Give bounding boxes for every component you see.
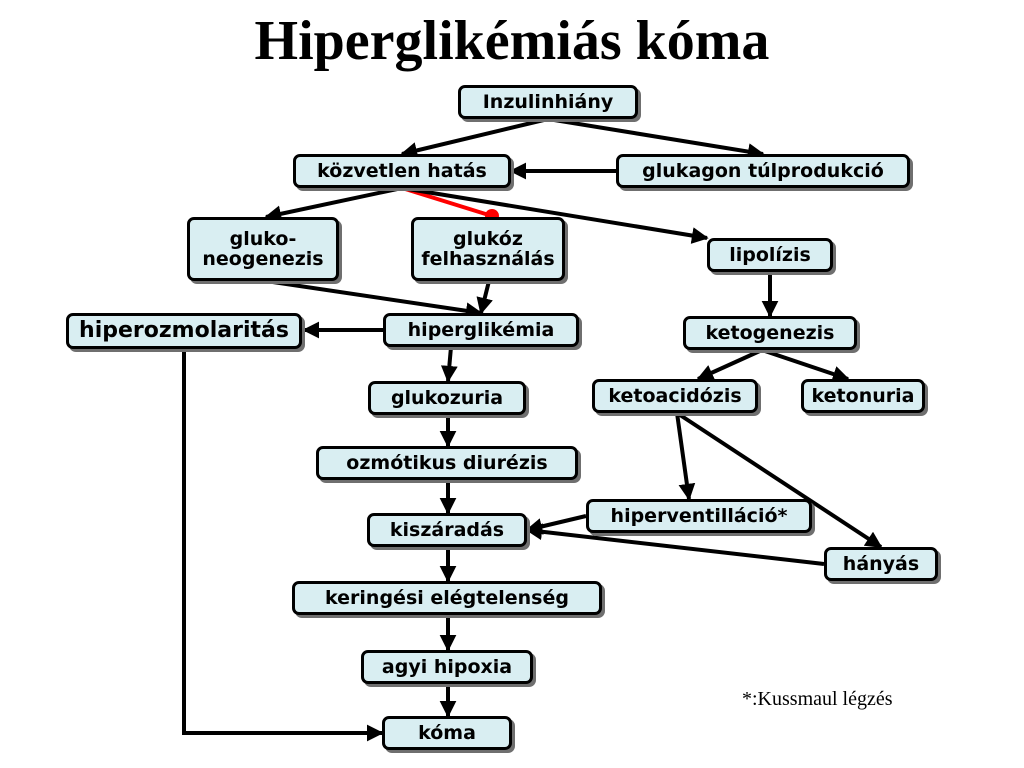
node-hanyas: hányás [824,547,938,581]
edge-ketoacid-hanyas [675,411,883,549]
node-lipolizis: lipolízis [707,238,833,272]
node-ketoacidozis: ketoacidózis [592,379,758,413]
node-glukoz-felhasznalas: glukóz felhasználás [411,217,565,281]
node-glukagon-tulprodukcio: glukagon túlprodukció [616,154,910,188]
footnote: *:Kussmaul légzés [742,688,893,710]
edge-hiperglik-glukozuria [440,346,458,383]
node-koma: kóma [382,716,512,750]
edge-glukoneo-hiperglik [265,279,483,320]
node-kozvetlen-hatas: közvetlen hatás [293,154,511,188]
node-ozmotikus-diurezis: ozmótikus diurézis [316,446,578,480]
edge-ketogenezis-ketoacid [696,348,763,381]
node-ketogenezis: ketogenezis [683,316,857,350]
edge-inzulinhiany-kozvetlen [400,117,549,159]
edge-glukozfel-hiperglik [476,280,493,315]
node-kiszaradas: kiszáradás [367,513,527,547]
edge-hipervent-kiszaradas [525,514,587,535]
node-keringesi-elegtelenseg: keringési elégtelenség [292,581,602,615]
edge-hanyas-kiszaradas [525,523,825,566]
node-hiperventillacio: hiperventilláció* [586,499,812,533]
edge-kozvetlen-glukoneo [264,186,403,223]
node-glukoneogenezis: gluko- neogenezis [187,217,339,281]
edge-inhibit-kozvetlen-glukozfel [401,186,493,218]
edge-ketoacid-hipervent [675,412,696,501]
edge-hiperozmol-koma [182,349,384,742]
edge-ketogenezis-ketonuria [761,348,850,383]
node-agyi-hipoxia: agyi hipoxia [361,650,533,684]
edge-inzulinhiany-glukagon [547,117,765,160]
node-hiperozmolaritas: hiperozmolaritás [66,313,302,349]
node-inzulinhiany: Inzulinhiány [458,85,638,119]
page-title: Hiperglikémiás kóma [254,10,770,72]
node-ketonuria: ketonuria [801,379,925,413]
edge-kozvetlen-lipolizis [401,186,709,244]
node-glukozuria: glukozuria [368,381,526,415]
node-hiperglikemia: hiperglikémia [383,313,579,347]
